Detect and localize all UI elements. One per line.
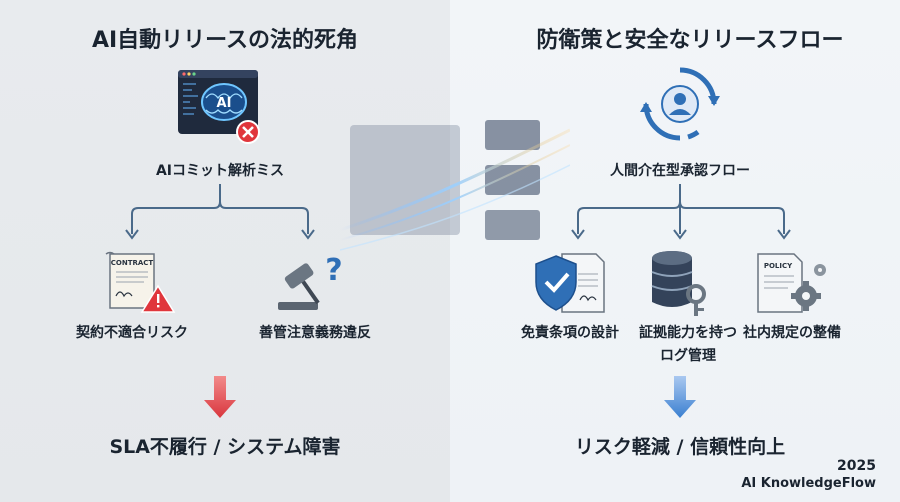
footer-brand: AI KnowledgeFlow — [741, 476, 876, 491]
footer-year: 2025 — [837, 458, 876, 474]
contract-text: CONTRACT — [111, 259, 154, 267]
left-title: AI自動リリースの法的死角 — [91, 28, 359, 53]
code-stream-illustration — [340, 110, 570, 260]
brain-ai-text: AI — [217, 96, 232, 111]
contract-warning-icon: CONTRACT — [100, 250, 180, 316]
svg-text:?: ? — [325, 253, 342, 288]
right-down-arrow — [662, 374, 698, 420]
right-branch-label-disclaimer: 免責条項の設計 — [521, 325, 619, 341]
right-panel — [450, 0, 900, 502]
left-down-arrow — [202, 374, 238, 420]
right-branch-connector — [568, 182, 794, 242]
right-title: 防衛策と安全なリリースフロー — [536, 28, 844, 53]
right-branch-label-evidence-line2: ログ管理 — [660, 348, 716, 364]
database-key-icon — [646, 248, 716, 318]
human-cycle-icon — [638, 62, 722, 146]
shield-check-document-icon — [532, 248, 612, 318]
left-branch-connector — [110, 182, 330, 242]
gavel-question-icon: ? — [272, 250, 352, 316]
left-root-label: AIコミット解析ミス — [155, 163, 285, 179]
right-root-label: 人間介在型承認フロー — [610, 163, 750, 179]
policy-text: POLICY — [764, 262, 793, 270]
policy-gear-icon: POLICY — [752, 250, 832, 316]
right-result: リスク軽減 / 信頼性向上 — [574, 436, 786, 458]
ai-brain-code-error-icon: AI — [176, 68, 264, 144]
right-branch-label-evidence-line1: 証拠能力を持つ — [639, 325, 737, 341]
left-branch-label-contract: 契約不適合リスク — [76, 325, 188, 341]
right-branch-label-policy: 社内規定の整備 — [743, 325, 841, 341]
right-branch-label-evidence-log: 証拠能力を持つ ログ管理 — [618, 322, 758, 365]
left-branch-label-duty: 善管注意義務違反 — [259, 325, 371, 341]
left-result: SLA不履行 / システム障害 — [109, 436, 341, 458]
